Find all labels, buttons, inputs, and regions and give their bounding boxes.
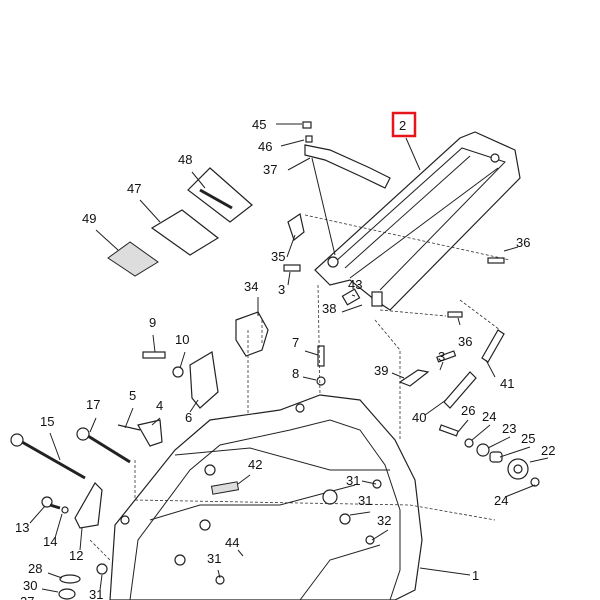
callout-26: 26	[461, 403, 475, 418]
callout-1: 1	[472, 568, 479, 583]
callout-44: 44	[225, 535, 239, 550]
bracket-6[interactable]	[189, 351, 219, 409]
callout-31d: 31	[207, 551, 221, 566]
pad-42[interactable]	[210, 481, 240, 495]
highlight-box-part-2	[391, 111, 417, 138]
long-bolt-15[interactable]	[10, 433, 86, 480]
callout-24b: 24	[494, 493, 508, 508]
long-bolt-17[interactable]	[76, 427, 131, 464]
callout-41: 41	[500, 376, 514, 391]
callout-17: 17	[86, 397, 100, 412]
callout-30: 30	[23, 578, 37, 593]
pad-41[interactable]	[481, 329, 505, 363]
bracket-12[interactable]	[74, 482, 103, 529]
callout-48: 48	[178, 152, 192, 167]
callout-46: 46	[258, 139, 272, 154]
callout-4: 4	[156, 398, 163, 413]
callout-37: 37	[263, 162, 277, 177]
callout-31b: 31	[358, 493, 372, 508]
bolts[interactable]	[117, 257, 505, 431]
callout-10: 10	[175, 332, 189, 347]
callout-9: 9	[149, 315, 156, 330]
callout-36: 36	[516, 235, 530, 250]
grommet-30[interactable]	[58, 588, 76, 600]
callout-7: 7	[292, 335, 299, 350]
bolt-45[interactable]	[302, 121, 313, 143]
callout-38: 38	[322, 301, 336, 316]
sheet-49[interactable]	[107, 241, 159, 277]
callout-31: 31	[346, 473, 360, 488]
bracket-34[interactable]	[235, 311, 269, 357]
callout-43: 43	[348, 277, 362, 292]
rear-frame-part-2[interactable]	[314, 131, 521, 311]
bracket-35[interactable]	[287, 213, 305, 242]
callout-27: 27	[20, 594, 34, 600]
tool-bag-48[interactable]	[187, 167, 253, 223]
callout-25: 25	[521, 431, 535, 446]
sheet-47[interactable]	[150, 209, 220, 256]
callout-47: 47	[127, 181, 141, 196]
pad-39[interactable]	[398, 369, 430, 387]
bracket-37[interactable]	[304, 144, 391, 189]
main-frame-part-1[interactable]	[109, 394, 423, 600]
callout-42: 42	[248, 457, 262, 472]
callout-23: 23	[502, 421, 516, 436]
callout-labels: 45 46 37 2 48 47 49 35 36 3 34 43 38 36 …	[15, 111, 555, 600]
pad-40[interactable]	[443, 371, 477, 409]
callout-49: 49	[82, 211, 96, 226]
callout-12: 12	[69, 548, 83, 563]
callout-15: 15	[40, 414, 54, 429]
bolt-13[interactable]	[41, 496, 69, 514]
cap-31[interactable]	[96, 563, 108, 575]
callout-28: 28	[28, 561, 42, 576]
callout-6: 6	[185, 410, 192, 425]
callout-13: 13	[15, 520, 29, 535]
callout-14: 14	[43, 534, 57, 549]
callout-24: 24	[482, 409, 496, 424]
washer-28[interactable]	[59, 574, 81, 584]
callout-39: 39	[374, 363, 388, 378]
callout-3b: 3	[438, 349, 445, 364]
callout-45: 45	[252, 117, 266, 132]
callout-40: 40	[412, 410, 426, 425]
callout-32: 32	[377, 513, 391, 528]
clip-38[interactable]	[371, 291, 383, 307]
callout-34: 34	[244, 279, 258, 294]
callout-3: 3	[278, 282, 285, 297]
clip-43[interactable]	[341, 288, 361, 306]
callout-36b: 36	[458, 334, 472, 349]
bracket-4[interactable]	[137, 419, 163, 447]
callout-5: 5	[129, 388, 136, 403]
pivot-parts[interactable]	[438, 424, 540, 487]
callout-22: 22	[541, 443, 555, 458]
callout-35: 35	[271, 249, 285, 264]
callout-8: 8	[292, 366, 299, 381]
callout-2[interactable]: 2	[399, 118, 406, 133]
callout-31c: 31	[89, 587, 103, 600]
